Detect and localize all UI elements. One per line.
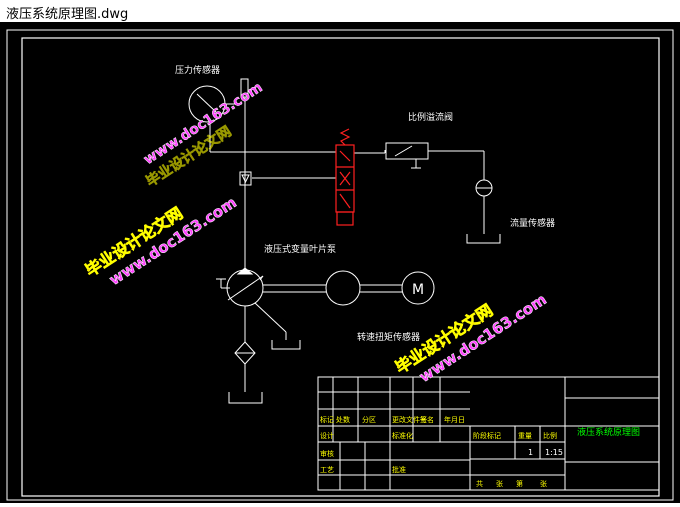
- flow-sensor-tank-icon: [466, 234, 501, 244]
- watermark-3: 毕业设计论文网 www.doc163.com: [141, 79, 266, 190]
- motor-label: M: [412, 282, 424, 298]
- quantity-value: 1: [528, 448, 533, 457]
- hydraulic-schematic: 压力传感器 比例溢流阀 流量传感器 液压式变量叶片泵 转速扭矩传感器 M 标记 …: [6, 29, 674, 501]
- outer-frame: [6, 29, 674, 501]
- col-marks-label: 标记: [320, 415, 334, 424]
- row-check-label: 审核: [320, 449, 334, 458]
- gauge-needle: [196, 93, 217, 113]
- row-standard-label: 标准化: [392, 431, 413, 440]
- col-sign-label: 签名: [420, 415, 434, 424]
- stage-mark-label: 阶段标记: [473, 431, 501, 440]
- sheets-total-label: 共: [476, 479, 483, 488]
- drawing-name: 液压系统原理图: [577, 426, 640, 438]
- weight-label: 重量: [518, 432, 532, 440]
- title-block: [317, 376, 660, 491]
- proportional-valve-label: 比例溢流阀: [408, 111, 453, 123]
- row-process-label: 工艺: [320, 466, 334, 474]
- sheets-unit-label: 张: [496, 479, 503, 488]
- row-design-label: 设计: [320, 431, 334, 440]
- cad-drawing-viewport[interactable]: 压力传感器 比例溢流阀 流量传感器 液压式变量叶片泵 转速扭矩传感器 M 标记 …: [0, 22, 680, 503]
- pump-label: 液压式变量叶片泵: [264, 243, 336, 255]
- speed-torque-sensor-icon: [325, 270, 361, 306]
- window-title: 液压系统原理图.dwg: [6, 7, 129, 22]
- scale-value: 1:15: [545, 448, 563, 457]
- sheet-no-label: 第: [516, 479, 523, 488]
- col-change-label: 更改文件号: [392, 415, 427, 424]
- col-zone-label: 分区: [362, 415, 376, 424]
- sheet-no-unit-label: 张: [540, 479, 547, 488]
- pressure-sensor-label: 压力传感器: [175, 64, 220, 76]
- col-date-label: 年月日: [444, 415, 465, 424]
- proportional-relief-valve-icon: [385, 142, 429, 160]
- main-tank-icon: [228, 392, 263, 404]
- speed-torque-sensor-label: 转速扭矩传感器: [357, 331, 420, 343]
- col-count-label: 处数: [336, 415, 350, 424]
- inner-frame: [21, 37, 660, 497]
- flow-sensor-label: 流量传感器: [510, 217, 555, 229]
- scale-label: 比例: [543, 431, 557, 440]
- drain-tank-icon: [271, 340, 301, 350]
- motor-icon: [401, 271, 435, 305]
- directional-valve-icon: [335, 128, 355, 226]
- check-valve-icon: [239, 171, 252, 186]
- row-approve-label: 批准: [392, 465, 406, 474]
- window-titlebar: 液压系统原理图.dwg: [0, 0, 680, 23]
